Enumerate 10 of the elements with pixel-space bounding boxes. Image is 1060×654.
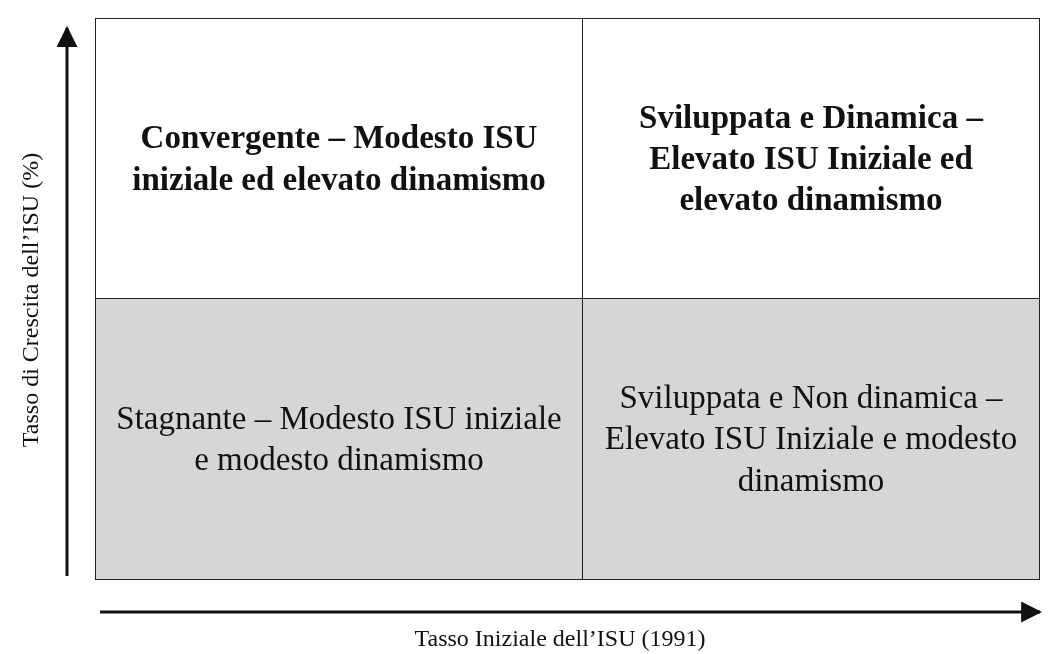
quadrant-label: Stagnante – Modesto ISU iniziale e modesto dinamismo xyxy=(115,398,563,479)
quadrant-label: Sviluppata e Dinamica – Elevato ISU Iniziale ed elevato dinamismo xyxy=(638,97,985,220)
quadrant-panel xyxy=(582,18,1040,299)
quadrant-label: Convergente – Modesto ISU iniziale ed elevato dinamismo xyxy=(131,118,547,199)
quadrant-panel xyxy=(95,298,583,580)
quadrant-label: Sviluppata e Non dinamica – Elevato ISU Iniziale e modesto dinamismo xyxy=(603,378,1019,500)
horizontal-axis-title: Tasso Iniziale dell’ISU (1991) xyxy=(414,624,706,652)
vertical-axis-title: Tasso di Crescita dell’ISU (%) xyxy=(16,152,44,448)
quadrant-panel xyxy=(582,298,1040,580)
quadrant-panel xyxy=(95,18,583,299)
